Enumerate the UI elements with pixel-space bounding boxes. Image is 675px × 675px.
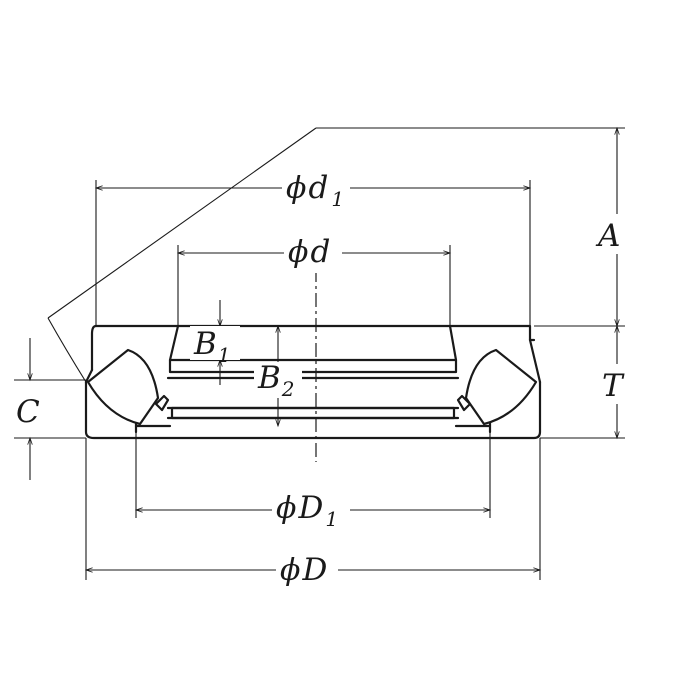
housing-washer-base	[84, 380, 542, 440]
left-washer-step	[84, 368, 94, 384]
cage-tab-left	[154, 394, 170, 412]
roller-right	[464, 348, 538, 426]
roller-left	[86, 348, 160, 426]
label-B1: B1	[193, 326, 231, 367]
right-washer-step	[528, 338, 542, 384]
shaft-washer-top-edge	[94, 324, 536, 342]
cage-tab-right	[456, 394, 472, 412]
left-top-corner	[90, 324, 98, 372]
label-T: T	[602, 368, 625, 404]
label-A: A	[595, 218, 620, 254]
shaft-washer-bore	[168, 324, 458, 374]
label-C: C	[16, 394, 40, 430]
cage-lines	[166, 406, 460, 420]
extension-lines	[14, 127, 625, 580]
label-D: ϕD	[280, 552, 327, 588]
label-B2: B2	[257, 360, 295, 401]
cage-plate	[170, 406, 456, 420]
label-d: ϕd	[288, 234, 330, 270]
housing-washer-posts	[134, 418, 492, 434]
rollers	[86, 348, 538, 426]
bearing-outline	[84, 324, 542, 440]
